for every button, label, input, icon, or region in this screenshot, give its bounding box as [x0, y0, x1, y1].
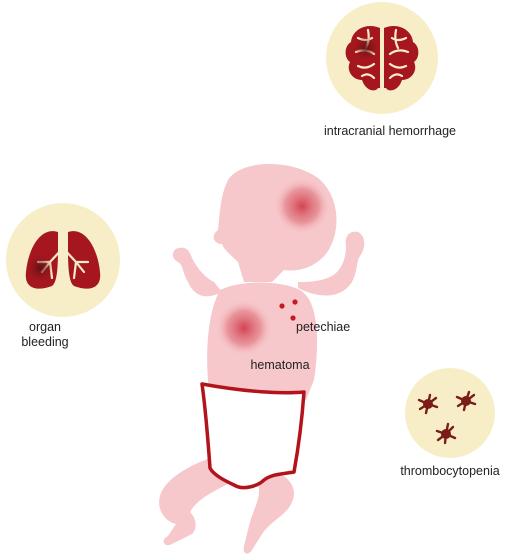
platelets-icon-group — [405, 368, 495, 458]
organ-bleeding-label: organ bleeding — [10, 320, 80, 350]
brain-icon-circle — [326, 2, 438, 114]
petechiae-label: petechiae — [296, 320, 366, 335]
brain-icon-group — [326, 2, 438, 114]
hematoma-bruise — [216, 300, 272, 356]
intracranial-hemorrhage-label: intracranial hemorrhage — [300, 124, 480, 139]
lungs-icon-group — [6, 203, 120, 317]
diaper — [202, 384, 304, 488]
head-bruise — [274, 178, 330, 234]
baby-left-arm — [173, 248, 222, 297]
thrombocytopenia-label: thrombocytopenia — [388, 464, 511, 479]
platelets-icon-circle — [405, 368, 495, 458]
hematoma-label: hematoma — [240, 358, 320, 373]
